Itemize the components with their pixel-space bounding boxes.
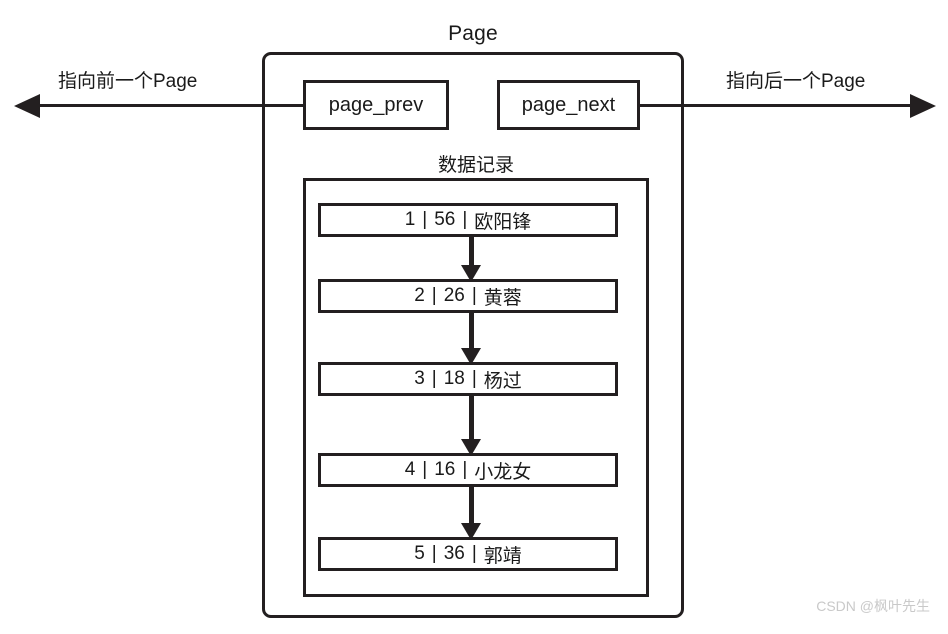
record-id: 5 bbox=[414, 543, 425, 564]
connector-stem bbox=[469, 484, 474, 525]
page-prev-label: page_prev bbox=[328, 93, 424, 116]
record-name: 黄蓉 bbox=[483, 287, 522, 309]
page-prev-box: page_prev bbox=[303, 80, 449, 130]
page-next-box: page_next bbox=[497, 80, 640, 130]
record-row: 4 | 16 | 小龙女 bbox=[318, 453, 618, 487]
connector-stem bbox=[469, 310, 474, 350]
record-value: 26 bbox=[443, 285, 465, 306]
prev-link-label: 指向前一个Page bbox=[58, 71, 198, 92]
connector-stem bbox=[469, 393, 474, 441]
record-separator: | bbox=[471, 368, 477, 389]
record-separator: | bbox=[471, 285, 477, 306]
connector-head bbox=[461, 523, 481, 540]
watermark: CSDN @枫叶先生 bbox=[816, 598, 930, 614]
record-row: 5 | 36 | 郭靖 bbox=[318, 537, 618, 571]
prev-link-line bbox=[30, 104, 303, 107]
record-separator: | bbox=[422, 209, 428, 230]
record-separator: | bbox=[422, 459, 428, 480]
record-name: 欧阳锋 bbox=[474, 211, 532, 233]
record-name: 杨过 bbox=[483, 370, 522, 392]
record-id: 1 bbox=[404, 209, 416, 230]
record-value: 16 bbox=[434, 459, 456, 480]
connector-head bbox=[461, 265, 481, 282]
record-name: 小龙女 bbox=[474, 461, 532, 483]
page-title: Page bbox=[448, 22, 498, 45]
record-value: 36 bbox=[443, 543, 465, 564]
next-link-label: 指向后一个Page bbox=[726, 71, 866, 92]
record-separator: | bbox=[471, 543, 477, 564]
connector-head bbox=[461, 439, 481, 456]
record-row: 2 | 26 | 黄蓉 bbox=[318, 279, 618, 313]
record-separator: | bbox=[431, 368, 437, 389]
record-row: 1 | 56 | 欧阳锋 bbox=[318, 203, 618, 237]
records-title: 数据记录 bbox=[437, 155, 514, 176]
record-value: 56 bbox=[434, 209, 456, 230]
connector-stem bbox=[469, 234, 474, 267]
record-id: 4 bbox=[404, 459, 416, 480]
left-arrow-icon bbox=[14, 94, 40, 118]
record-id: 2 bbox=[414, 285, 425, 306]
record-separator: | bbox=[431, 543, 437, 564]
right-arrow-icon bbox=[910, 94, 936, 118]
page-next-label: page_next bbox=[521, 93, 616, 116]
record-separator: | bbox=[462, 209, 468, 230]
record-value: 18 bbox=[443, 368, 465, 389]
record-separator: | bbox=[431, 285, 437, 306]
record-name: 郭靖 bbox=[483, 545, 522, 567]
record-id: 3 bbox=[414, 368, 425, 389]
record-row: 3 | 18 | 杨过 bbox=[318, 362, 618, 396]
connector-head bbox=[461, 348, 481, 365]
records-container bbox=[303, 178, 649, 597]
record-separator: | bbox=[462, 459, 468, 480]
page-container bbox=[262, 52, 684, 618]
next-link-line bbox=[640, 104, 916, 107]
